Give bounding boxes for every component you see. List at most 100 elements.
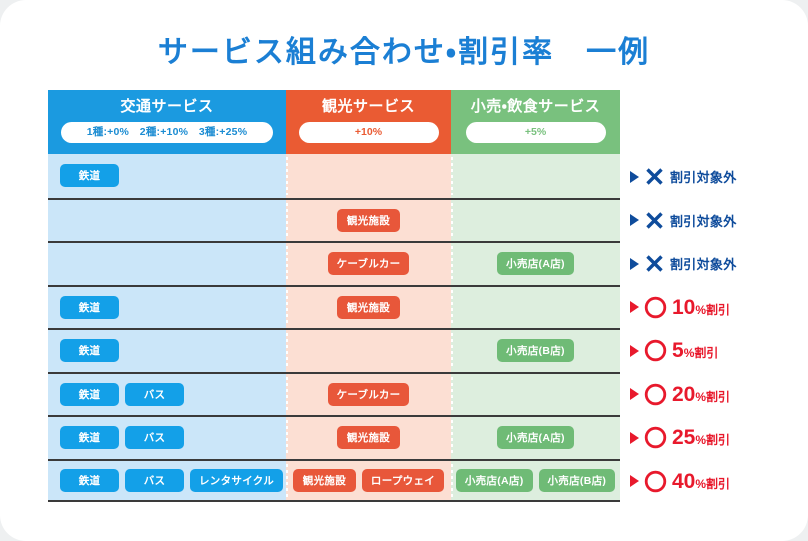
column-header-sightseeing-label: 観光サービス [321,98,415,115]
column-header-sightseeing-badge: +10% [298,122,439,143]
service-chip-sightseeing[interactable]: ケーブルカー [327,252,410,276]
table-body: 鉄道観光施設ケーブルカー小売店(A店)鉄道観光施設鉄道小売店(B店)鉄道バスケー… [48,154,620,502]
result-label: 割引対象外 [670,213,737,229]
table-cell-sightseeing: 観光施設 [286,417,451,459]
table-row: 鉄道 小売店(B店) [48,328,620,372]
page-title: サービス組み合わせ・割引率 一例 [157,36,651,69]
column-header-transport-label: 交通サービス [120,98,214,115]
column-header-transport: 交通サービス 1種:+0% 2種:+10% 3種:+25% [48,90,286,154]
result-label: 割引対象外 [670,170,737,186]
discount-value: 25 [672,426,696,450]
service-chip-retail[interactable]: 小売店(B店) [538,468,616,492]
service-chip-retail[interactable]: 小売店(A店) [497,426,574,450]
service-chip-transport[interactable]: 鉄道 [60,295,119,319]
triangle-pointer-icon [630,344,639,357]
result-label: 5%割引 [672,340,718,361]
triangle-pointer-icon [630,214,639,227]
cross-icon [646,212,663,229]
service-chip-transport[interactable]: バス [125,382,184,406]
table-cell-retail [451,199,620,241]
table-cell-sightseeing: ケーブルカー [286,243,451,285]
table-row: 観光施設 [48,197,620,241]
table-cell-retail: 小売店(A店)小売店(B店) [451,460,620,500]
table-cell-sightseeing: 観光施設 [286,199,451,241]
table-cell-transport: 鉄道バスレンタサイクル [48,460,286,500]
discount-suffix: %割引 [683,346,719,361]
circle-icon [644,296,667,318]
discount-value: 20 [672,382,696,406]
service-chip-sightseeing[interactable]: ケーブルカー [327,382,410,406]
service-chip-retail[interactable]: 小売店(A店) [455,468,533,492]
discount-value: 40 [672,469,696,493]
service-chip-transport[interactable]: 鉄道 [60,382,119,406]
service-chip-sightseeing[interactable]: ロープウェイ [361,468,445,492]
service-chip-transport[interactable]: 鉄道 [60,426,119,450]
circle-icon [644,470,667,492]
service-chip-transport[interactable]: レンタサイクル [190,468,284,492]
table-cell-transport [48,243,286,285]
table-cell-transport: 鉄道バス [48,373,286,415]
service-chip-transport[interactable]: バス [125,426,184,450]
result-row: 割引対象外 [630,155,800,199]
result-row: 40%割引 [630,460,800,504]
circle-icon [644,427,667,449]
triangle-pointer-icon [630,301,639,314]
service-chip-sightseeing[interactable]: 観光施設 [292,468,356,492]
result-row: 10%割引 [630,286,800,330]
circle-icon [644,340,667,362]
table-cell-sightseeing: ケーブルカー [286,373,451,415]
table-cell-sightseeing [286,330,451,372]
service-chip-transport[interactable]: バス [125,468,184,492]
table-row: ケーブルカー 小売店(A店) [48,241,620,285]
service-chip-transport[interactable]: 鉄道 [60,339,119,363]
result-row: 25%割引 [630,416,800,460]
service-chip-sightseeing[interactable]: 観光施設 [337,208,400,232]
circle-icon [644,383,667,405]
service-chip-retail[interactable]: 小売店(A店) [497,252,574,276]
table-cell-retail [451,154,620,198]
table-row: 鉄道バス ケーブルカー [48,371,620,415]
result-label: 25%割引 [672,427,730,448]
table-cell-transport [48,199,286,241]
service-chip-sightseeing[interactable]: 観光施設 [337,426,400,450]
discount-suffix: %割引 [695,476,731,491]
column-header-retail-badge: +5% [465,122,606,143]
discount-value: 10 [672,295,696,319]
table-cell-retail: 小売店(B店) [451,330,620,372]
discount-suffix: %割引 [695,433,731,448]
discount-value: 5 [672,339,684,363]
service-chip-retail[interactable]: 小売店(B店) [497,339,574,363]
service-chip-sightseeing[interactable]: 観光施設 [337,295,400,319]
combination-table: 交通サービス 1種:+0% 2種:+10% 3種:+25% 観光サービス +10… [48,90,620,502]
table-cell-retail: 小売店(A店) [451,417,620,459]
table-header-row: 交通サービス 1種:+0% 2種:+10% 3種:+25% 観光サービス +10… [48,90,620,154]
result-row: 割引対象外 [630,199,800,243]
result-label: 20%割引 [672,384,730,405]
cross-icon [646,255,663,272]
table-cell-retail: 小売店(A店) [451,243,620,285]
result-label: 割引対象外 [670,257,737,273]
triangle-pointer-icon [630,475,639,488]
result-row: 5%割引 [630,329,800,373]
service-chip-transport[interactable]: 鉄道 [60,468,119,492]
column-header-sightseeing: 観光サービス +10% [286,90,451,154]
triangle-pointer-icon [630,170,639,183]
column-header-retail-label: 小売・飲食サービス [470,98,601,115]
table-cell-sightseeing: 観光施設ロープウェイ [286,460,451,500]
triangle-pointer-icon [630,388,639,401]
table-cell-transport: 鉄道 [48,286,286,328]
triangle-pointer-icon [630,257,639,270]
result-label: 10%割引 [672,297,730,318]
triangle-pointer-icon [630,431,639,444]
table-cell-retail [451,373,620,415]
service-chip-transport[interactable]: 鉄道 [60,164,119,188]
column-header-transport-badge: 1種:+0% 2種:+10% 3種:+25% [61,122,273,143]
discount-suffix: %割引 [695,302,731,317]
result-label: 40%割引 [672,471,730,492]
cross-icon [646,168,663,185]
table-cell-transport: 鉄道 [48,330,286,372]
table-row: 鉄道 観光施設 [48,284,620,328]
table-cell-sightseeing [286,154,451,198]
table-cell-transport: 鉄道 [48,154,286,198]
table-cell-sightseeing: 観光施設 [286,286,451,328]
